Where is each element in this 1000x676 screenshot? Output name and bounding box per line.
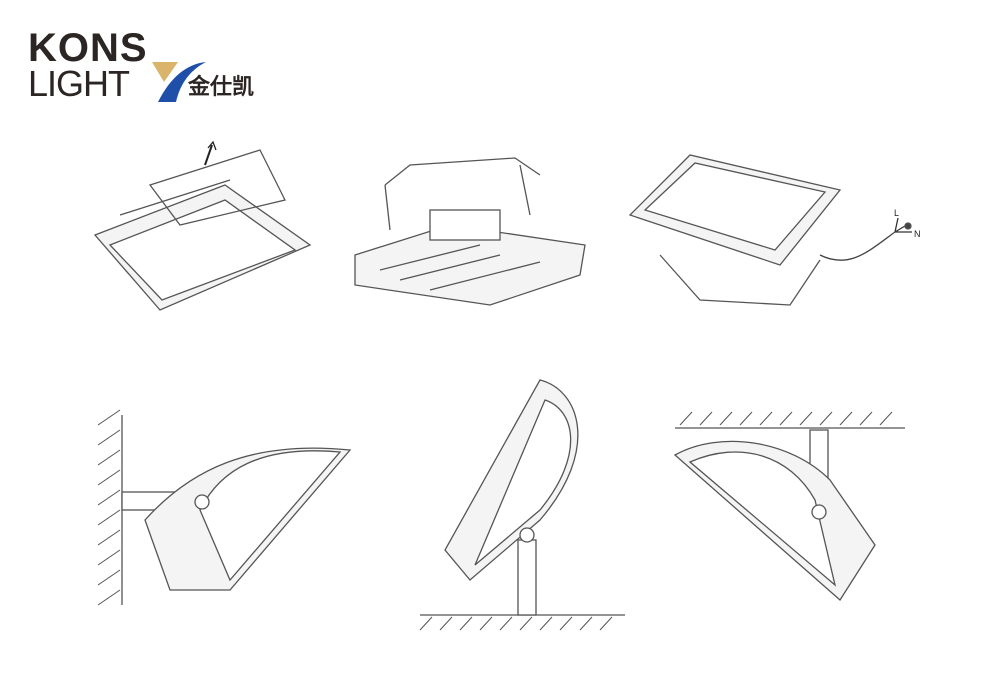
floor-mount: [419, 379, 625, 631]
ceiling-mount: [673, 411, 905, 601]
logo-kons: KONS: [28, 26, 148, 70]
brand-logo: KONS LIGHT 金仕凯: [28, 28, 278, 103]
wired-view: L N: [628, 154, 921, 306]
neutral-wire-label: N: [914, 229, 921, 239]
wall-mount: [97, 409, 352, 606]
logo-k-mark: [152, 62, 206, 102]
driver-box-view: [354, 157, 586, 306]
ground-icon: [904, 222, 912, 230]
live-wire-label: L: [894, 208, 899, 218]
logo-light: LIGHT: [28, 63, 130, 104]
logo-chinese: 金仕凯: [188, 75, 255, 100]
ceiling-mounted-view: [93, 140, 312, 311]
